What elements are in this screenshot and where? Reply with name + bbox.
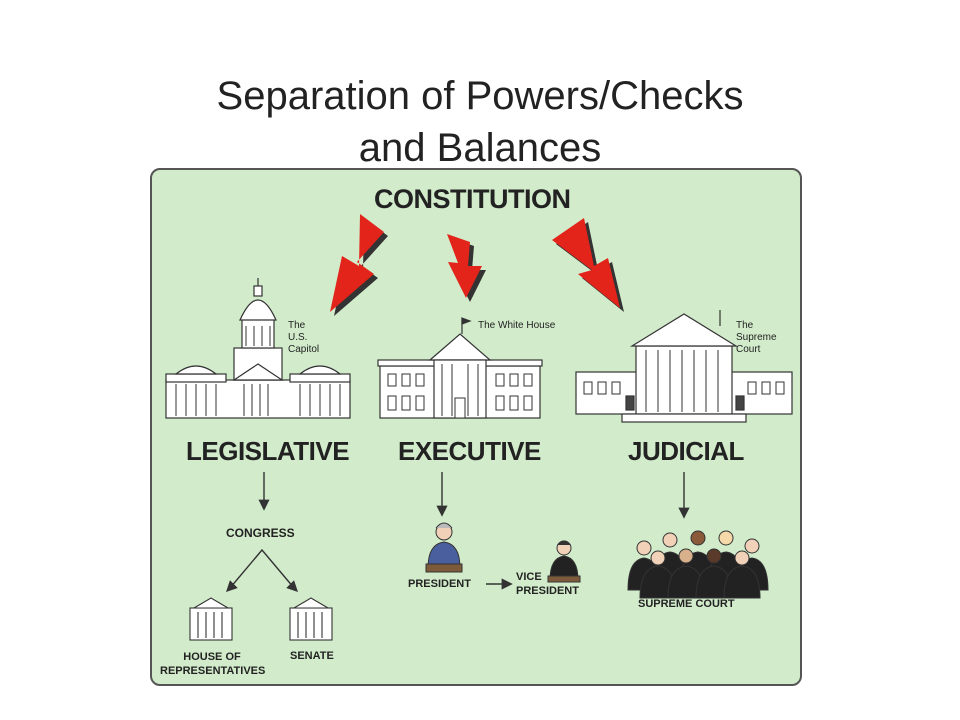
vice-president-icon — [547, 540, 581, 583]
slide-title-line-2: and Balances — [358, 126, 602, 170]
supreme-court-building-icon — [575, 310, 793, 423]
senate-building-icon — [289, 597, 333, 641]
supreme-court-building-label: The Supreme Court — [736, 320, 777, 356]
supreme-court-label: SUPREME COURT — [638, 598, 735, 610]
constitution-label: CONSTITUTION — [374, 184, 571, 214]
diagram-graphics — [165, 214, 793, 641]
judicial-label: JUDICIAL — [628, 436, 744, 466]
arrow-to-executive — [447, 234, 486, 302]
arrow-to-legislative — [330, 214, 388, 316]
president-label: PRESIDENT — [408, 578, 471, 590]
arrow-to-judicial — [552, 218, 624, 312]
congress-label: CONGRESS — [226, 526, 295, 540]
senate-label: SENATE — [290, 650, 334, 662]
house-label-line-2: REPRESENTATIVES — [160, 665, 266, 677]
congress-split-arrow — [229, 548, 295, 589]
president-icon — [425, 522, 463, 573]
capitol-label: The U.S. Capitol — [288, 320, 319, 356]
executive-label: EXECUTIVE — [398, 436, 541, 466]
diagram-panel: CONSTITUTION The U.S. Capitol The White … — [150, 168, 802, 686]
legislative-label: LEGISLATIVE — [186, 436, 350, 466]
capitol-building-icon — [165, 278, 351, 419]
vice-president-label: VICE PRESIDENT — [516, 570, 579, 598]
justices-group-icon — [627, 530, 769, 599]
capitol-label-line-3: Capitol — [288, 344, 320, 355]
capitol-label-line-2: U.S. — [288, 332, 308, 343]
white-house-label: The White House — [478, 320, 556, 331]
house-label-line-1: HOUSE OF — [183, 651, 241, 663]
white-house-icon — [377, 317, 543, 419]
house-label: HOUSE OF REPRESENTATIVES — [160, 650, 266, 678]
slide-title-line-1: Separation of Powers/Checks — [216, 74, 744, 118]
court-label-line-2: Supreme — [736, 332, 777, 343]
slide-title: Separation of Powers/Checks and Balances — [120, 70, 840, 174]
connector-lines — [226, 472, 690, 592]
vice-president-label-line-2: PRESIDENT — [516, 585, 579, 597]
house-building-icon — [189, 597, 233, 641]
court-label-line-3: Court — [736, 344, 761, 355]
capitol-label-line-1: The — [288, 320, 306, 331]
vice-president-label-line-1: VICE — [516, 571, 542, 583]
court-label-line-1: The — [736, 320, 754, 331]
